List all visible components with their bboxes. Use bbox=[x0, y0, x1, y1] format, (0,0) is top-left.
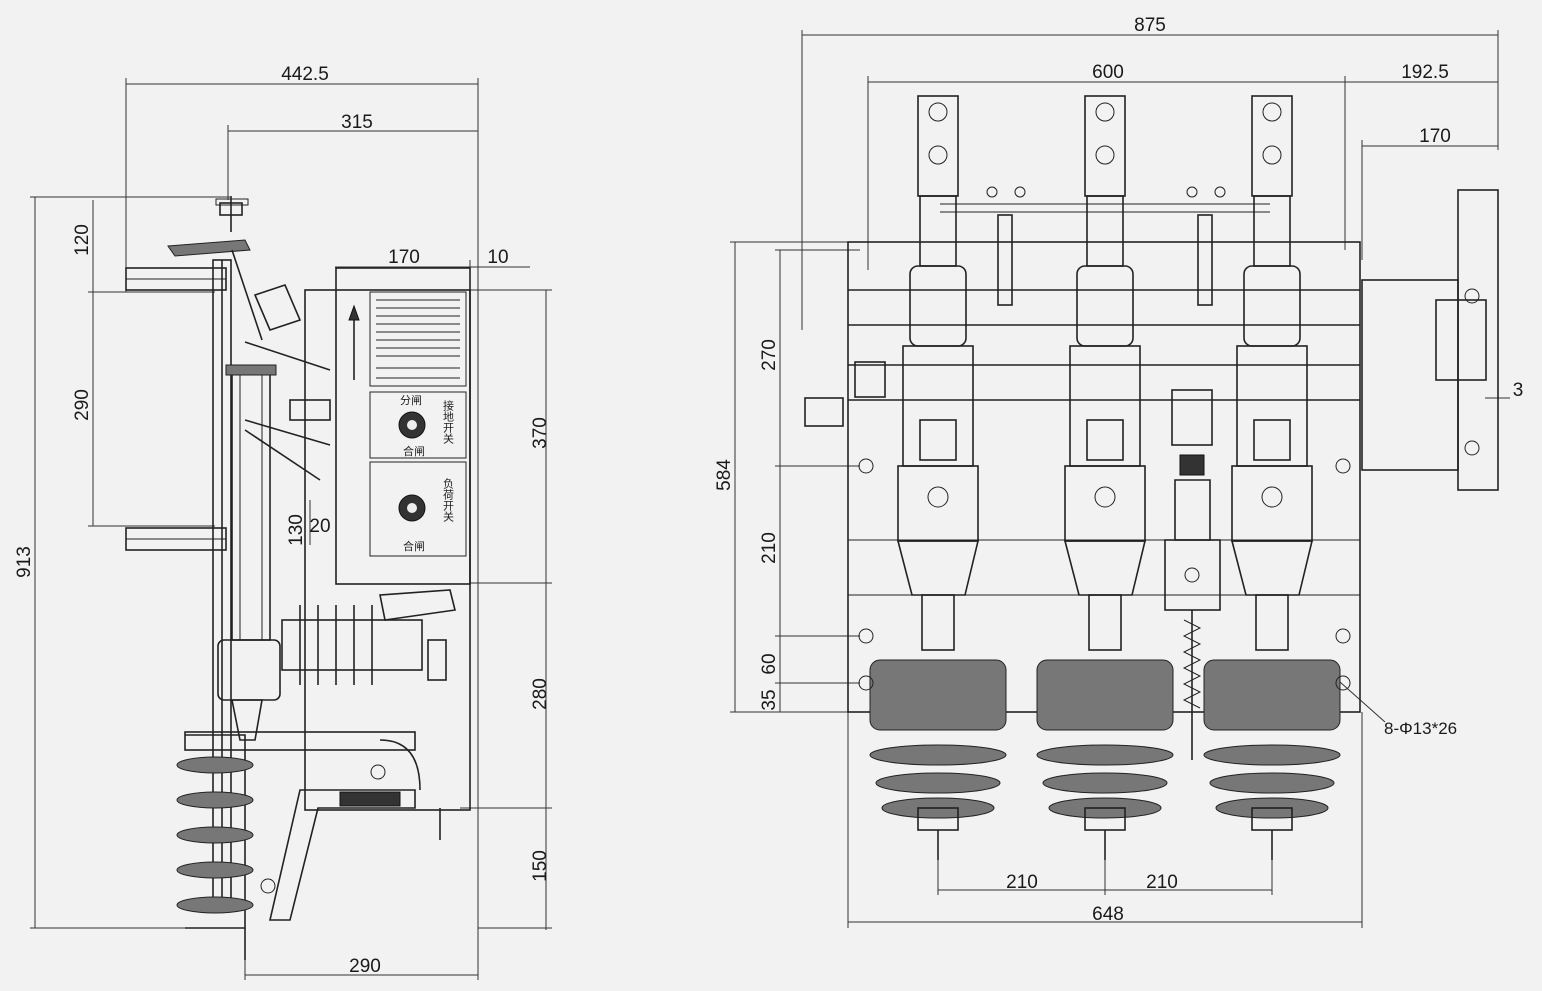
left-dimensions: 442.5 315 170 10 913 120 290 bbox=[14, 64, 552, 980]
left-linkage bbox=[804, 397, 844, 427]
pole-c bbox=[1203, 95, 1341, 860]
dim-315: 315 bbox=[341, 112, 373, 133]
dim-170: 170 bbox=[388, 247, 420, 268]
fuse-base bbox=[217, 639, 281, 701]
contact-block bbox=[339, 791, 401, 807]
drive-lever bbox=[289, 399, 331, 421]
dim-442-5: 442.5 bbox=[281, 64, 329, 85]
dim-913: 913 bbox=[14, 546, 35, 578]
instruction-plate bbox=[369, 291, 467, 387]
base-frame bbox=[847, 241, 1361, 713]
interphase-insulators bbox=[986, 186, 1226, 306]
dim-pitch-210-b: 210 bbox=[1146, 872, 1178, 893]
dim-370: 370 bbox=[530, 417, 551, 449]
dim-20: 20 bbox=[309, 516, 330, 537]
pole-a bbox=[869, 95, 1007, 860]
post-insulator-sheds bbox=[176, 756, 254, 914]
dim-bottom-290: 290 bbox=[349, 956, 381, 977]
insulator-sheds bbox=[299, 605, 373, 685]
dim-150: 150 bbox=[530, 850, 551, 882]
pole-c-bushing bbox=[1243, 265, 1301, 347]
dim-648: 648 bbox=[1092, 904, 1124, 925]
front-frame bbox=[804, 189, 1499, 713]
left-view: 442.5 315 170 10 913 120 290 bbox=[14, 64, 552, 980]
pole-c-body bbox=[1236, 345, 1308, 467]
pole-b-body bbox=[1069, 345, 1141, 467]
fuse-tube bbox=[231, 369, 271, 641]
pole-a-insulator-top bbox=[869, 659, 1007, 731]
operating-panel bbox=[335, 267, 471, 585]
dim-130: 130 bbox=[286, 514, 307, 546]
dim-10: 10 bbox=[487, 247, 508, 268]
dim-875: 875 bbox=[1134, 15, 1166, 36]
dim-right-170: 170 bbox=[1419, 126, 1451, 147]
dim-270: 270 bbox=[759, 339, 780, 371]
load-switch-close-label: 合闸 bbox=[403, 539, 425, 553]
dim-280: 280 bbox=[530, 678, 551, 710]
side-contact bbox=[427, 639, 447, 681]
earth-switch-close-label: 合闸 bbox=[403, 444, 425, 458]
left-mechanism: 分闸 合闸 接地开关 合闸 负荷开关 bbox=[125, 196, 471, 960]
pole-a-body bbox=[902, 345, 974, 467]
earth-switch-open-label: 分闸 bbox=[400, 394, 422, 407]
pole-b-insulator-top bbox=[1036, 659, 1174, 731]
hole-callout: 8-Φ13*26 bbox=[1384, 719, 1457, 738]
earth-switch-name: 接地开关 bbox=[442, 400, 455, 445]
dim-35: 35 bbox=[759, 689, 780, 710]
dim-120: 120 bbox=[72, 224, 93, 256]
pole-a-bushing bbox=[909, 265, 967, 347]
dim-290: 290 bbox=[72, 389, 93, 421]
pole-b bbox=[1036, 95, 1174, 860]
mechanism-housing bbox=[1361, 279, 1459, 471]
load-switch-plate bbox=[369, 461, 467, 557]
earthing-spring-assembly bbox=[1164, 389, 1221, 760]
dim-60: 60 bbox=[759, 653, 780, 674]
upper-contact-arm bbox=[379, 589, 456, 621]
pole-c-insulator-top bbox=[1203, 659, 1341, 731]
support-arm bbox=[268, 789, 416, 921]
mounting-holes bbox=[858, 458, 1351, 691]
dim-584: 584 bbox=[714, 459, 735, 491]
linkage-bracket bbox=[253, 284, 302, 331]
pole-b-bushing bbox=[1076, 265, 1134, 347]
top-arm bbox=[167, 239, 251, 257]
instruction-text-lines bbox=[376, 299, 460, 379]
horizontal-insulator bbox=[281, 619, 423, 671]
earth-switch-plate bbox=[369, 391, 467, 459]
dim-192-5: 192.5 bbox=[1401, 62, 1449, 83]
right-view: 875 600 192.5 170 3 584 bbox=[714, 15, 1523, 928]
lower-busbar-plate bbox=[184, 731, 416, 751]
dim-600: 600 bbox=[1092, 62, 1124, 83]
dim-210-vertical: 210 bbox=[759, 532, 780, 564]
load-switch-name: 负荷开关 bbox=[442, 477, 455, 523]
dim-3: 3 bbox=[1513, 380, 1524, 401]
dim-pitch-210-a: 210 bbox=[1006, 872, 1038, 893]
right-dimensions: 875 600 192.5 170 3 584 bbox=[714, 15, 1523, 928]
